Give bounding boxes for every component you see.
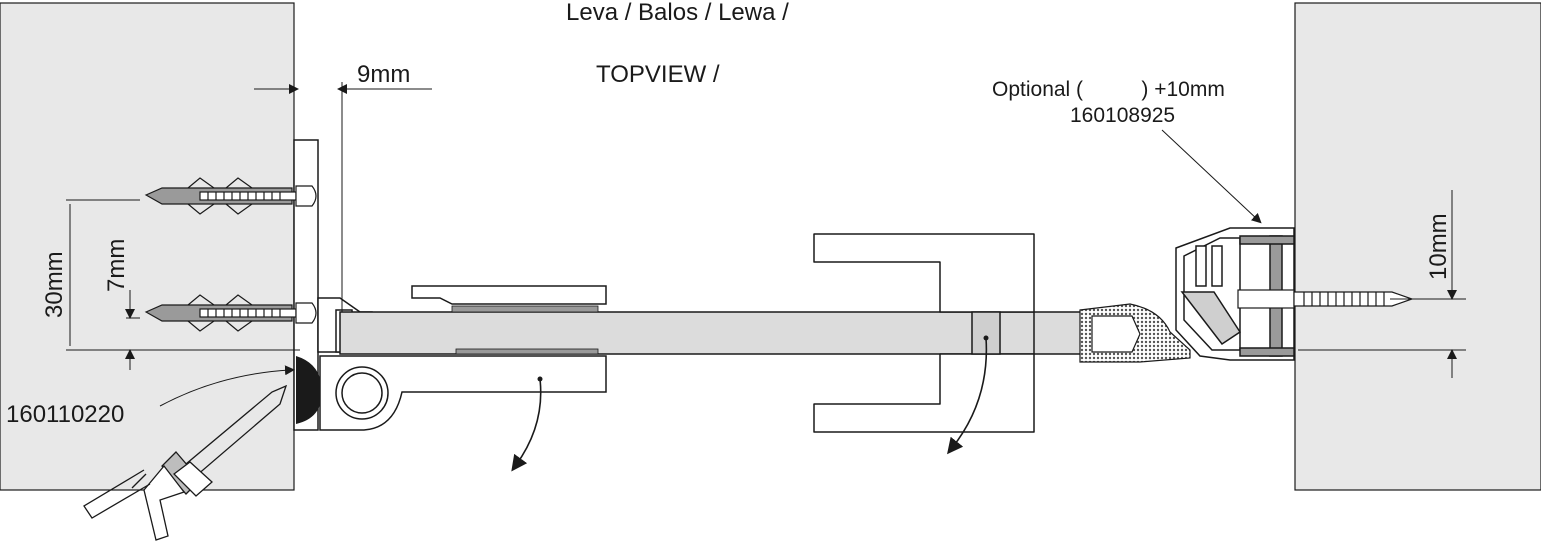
door-handle <box>813 233 1035 433</box>
header-title-line2: TOPVIEW / <box>596 61 720 88</box>
right-wall-profile <box>1175 227 1295 361</box>
hinge-body <box>319 285 607 431</box>
glass-clamp-bottom <box>455 348 599 355</box>
door-swing-arrow-left <box>511 378 542 472</box>
glass-clamp-top <box>451 305 599 313</box>
silicone-seal <box>296 356 322 424</box>
optional-part-number: 160108925 <box>1070 104 1175 127</box>
optional-extension-label: Optional ( ) +10mm <box>992 78 1225 101</box>
silicone-gun-icon <box>83 384 288 541</box>
glass-panel <box>339 311 1133 355</box>
wall-plug-lower <box>144 294 317 332</box>
dimension-30mm-label: 30mm <box>41 251 68 318</box>
gap-dimension-label: 9mm <box>357 61 410 88</box>
dimension-10mm-label: 10mm <box>1425 213 1452 280</box>
wall-plug-upper <box>144 177 317 215</box>
left-wall <box>0 2 295 491</box>
header-title-line1: Leva / Balos / Lewa / <box>566 0 789 26</box>
magnetic-seal-profile <box>1079 303 1191 363</box>
sealant-part-number: 160110220 <box>6 401 124 428</box>
dimension-lines <box>66 82 1466 407</box>
door-swing-arrow-right <box>947 337 988 455</box>
dimension-7mm-label: 7mm <box>103 239 130 292</box>
wall-screw-right <box>1237 289 1414 309</box>
right-wall <box>1294 2 1541 491</box>
